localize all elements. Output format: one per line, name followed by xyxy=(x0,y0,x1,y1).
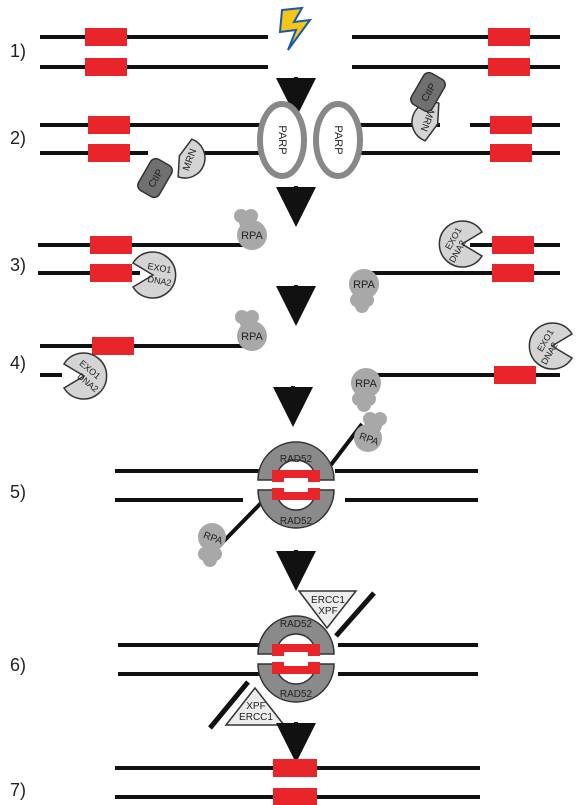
lightning-icon xyxy=(278,6,313,51)
xpf-label: XPF xyxy=(318,606,337,617)
exo1-dna2-pacman xyxy=(131,251,177,299)
xpf-label: XPF xyxy=(246,701,265,712)
step-number-3: 3) xyxy=(10,255,27,275)
ercc1-label: ERCC1 xyxy=(311,595,345,606)
gene-block xyxy=(85,28,127,46)
rpa-protein: RPA xyxy=(354,412,387,452)
exo1-label: EXO1 xyxy=(147,261,172,275)
gene-block xyxy=(273,788,317,805)
rpa-protein: RPA xyxy=(235,310,267,351)
parp-label: PARP xyxy=(276,125,288,154)
gene-block xyxy=(492,236,534,254)
gene-block xyxy=(90,264,132,282)
gene-block xyxy=(88,116,130,134)
rad52-label: RAD52 xyxy=(280,516,313,527)
dna2-label: DNA2 xyxy=(147,274,172,288)
rpa-protein: RPA xyxy=(198,523,226,567)
rad52-label: RAD52 xyxy=(280,689,313,700)
rad52-label: RAD52 xyxy=(280,454,313,465)
rpa-label: RPA xyxy=(241,230,263,242)
ctip-cylinder xyxy=(410,71,446,113)
ctip-cylinder xyxy=(137,157,173,199)
exo1-dna2-pacman xyxy=(62,352,108,400)
step-4: RPA RPA EXO1 DNA2 EXO1 DNA2 xyxy=(40,310,574,412)
step-5: RAD52 RAD52 RPA RPA xyxy=(115,412,478,567)
step-number-6: 6) xyxy=(10,655,27,675)
step-1 xyxy=(40,6,560,76)
rad52-label: RAD52 xyxy=(280,619,313,630)
cut-flap xyxy=(334,591,376,638)
rpa-label: RPA xyxy=(241,331,263,343)
exo1-dna2-pacman xyxy=(438,220,484,268)
rpa-label: RPA xyxy=(353,279,375,291)
step-7 xyxy=(115,759,480,805)
gene-block xyxy=(490,144,532,162)
step-6: RAD52 RAD52 ERCC1 XPF XPF ERCC1 xyxy=(118,590,478,730)
gene-block xyxy=(494,366,536,384)
step-2: PARP PARP MRN CtIP MRN CtIP xyxy=(40,71,560,199)
step-3: RPA RPA EXO1 DNA2 EXO1 DNA2 xyxy=(38,209,560,313)
ercc1-label: ERCC1 xyxy=(239,712,273,723)
gene-block xyxy=(273,759,317,777)
gene-block xyxy=(490,116,532,134)
ercc1-xpf-triangle xyxy=(224,686,286,726)
exo1-dna2-pacman xyxy=(528,322,574,370)
rpa-protein: RPA xyxy=(351,368,381,412)
ssdna-overhang xyxy=(218,500,264,547)
gene-block xyxy=(492,264,534,282)
step-number-2: 2) xyxy=(10,128,27,148)
rpa-label: RPA xyxy=(355,378,377,390)
gene-block xyxy=(85,58,127,76)
parp-label: PARP xyxy=(332,125,344,154)
step-number-7: 7) xyxy=(10,780,27,800)
gene-block xyxy=(90,236,132,254)
cut-flap xyxy=(208,680,250,730)
step-number-1: 1) xyxy=(10,41,27,61)
gene-block xyxy=(284,652,308,666)
gene-block xyxy=(92,337,134,355)
rpa-protein: RPA xyxy=(234,209,267,250)
gene-block xyxy=(488,28,530,46)
parp-ring xyxy=(313,101,363,179)
step-number-5: 5) xyxy=(10,482,27,502)
step-number-4: 4) xyxy=(10,353,27,373)
rpa-protein: RPA xyxy=(349,269,379,313)
parp-ring xyxy=(257,101,307,179)
gene-block xyxy=(88,144,130,162)
gene-block xyxy=(488,58,530,76)
gene-block xyxy=(284,478,308,492)
mrn-complex xyxy=(177,138,206,179)
ercc1-xpf-triangle xyxy=(297,590,358,630)
